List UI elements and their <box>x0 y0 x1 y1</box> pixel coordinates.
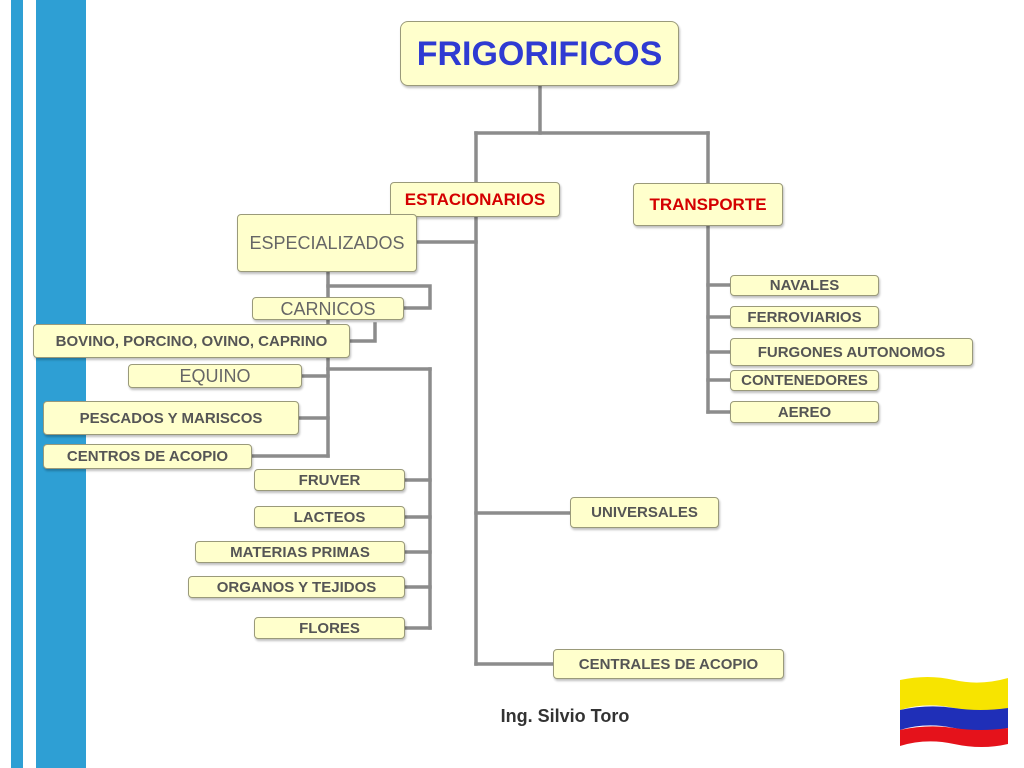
node-estacionarios: ESTACIONARIOS <box>390 182 560 217</box>
decorative-stripe-thin <box>11 0 23 768</box>
node-organos-tejidos: ORGANOS Y TEJIDOS <box>188 576 405 598</box>
node-bovino-porcino-ovino-caprino: BOVINO, PORCINO, OVINO, CAPRINO <box>33 324 350 358</box>
node-furgones-autonomos: FURGONES AUTONOMOS <box>730 338 973 366</box>
node-pescados-mariscos: PESCADOS Y MARISCOS <box>43 401 299 435</box>
node-carnicos: CARNICOS <box>252 297 404 320</box>
colombia-flag-icon <box>900 677 1008 747</box>
author-name: Ing. Silvio Toro <box>500 706 630 726</box>
node-transporte: TRANSPORTE <box>633 183 783 226</box>
node-centrales-acopio: CENTRALES DE ACOPIO <box>553 649 784 679</box>
connector-bovino-loop <box>348 322 377 343</box>
node-flores: FLORES <box>254 617 405 639</box>
node-centros-acopio: CENTROS DE ACOPIO <box>43 444 252 469</box>
node-fruver: FRUVER <box>254 469 405 491</box>
node-frigorificos: FRIGORIFICOS <box>400 21 679 86</box>
node-ferroviarios: FERROVIARIOS <box>730 306 879 328</box>
node-equino: EQUINO <box>128 364 302 388</box>
node-universales: UNIVERSALES <box>570 497 719 528</box>
connector-carnicos-loop <box>326 284 432 310</box>
node-especializados: ESPECIALIZADOS <box>237 214 417 272</box>
node-lacteos: LACTEOS <box>254 506 405 528</box>
node-contenedores: CONTENEDORES <box>730 370 879 391</box>
node-navales: NAVALES <box>730 275 879 296</box>
node-aereo: AEREO <box>730 401 879 423</box>
node-materias-primas: MATERIAS PRIMAS <box>195 541 405 563</box>
decorative-stripe-wide <box>36 0 86 768</box>
